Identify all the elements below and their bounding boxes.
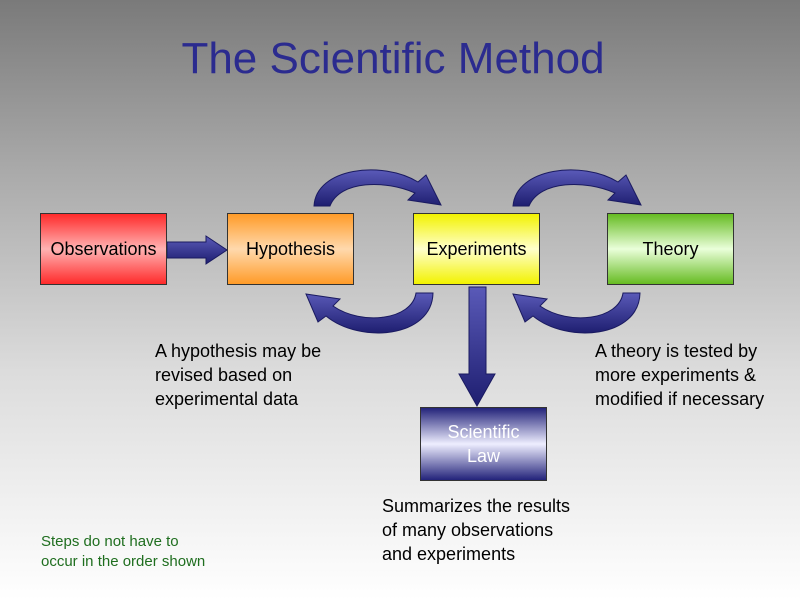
scientific-law-label-line-2: Law [466,446,501,466]
scientific-law-label-line-1: Scientific [447,422,520,442]
slide-title: The Scientific Method [181,34,605,83]
hypothesis-label: Hypothesis [245,238,336,259]
hypothesis-note: A hypothesis may be revised based on exp… [155,339,321,411]
law-note-line-2: of many observations [382,520,554,540]
hypothesis-note-line-3: experimental data [155,389,299,409]
arrow-hypothesis-to-experiments [313,169,442,207]
observations-box: Observations [40,213,167,285]
arrow-experiments-to-hypothesis [305,292,434,334]
law-note: Summarizes the results of many observati… [382,494,570,566]
theory-label: Theory [642,238,699,259]
arrow-observations-to-hypothesis [166,235,228,265]
experiments-label: Experiments [426,238,527,259]
hypothesis-note-line-1: A hypothesis may be [155,341,322,361]
experiments-box: Experiments [413,213,540,285]
theory-note-line-2: more experiments & [595,365,757,385]
law-note-line-1: Summarizes the results [382,496,571,516]
theory-note-line-3: modified if necessary [595,389,765,409]
steps-note-line-2: occur in the order shown [41,553,206,570]
arrow-experiments-to-law [458,286,496,408]
law-note-line-3: and experiments [382,544,516,564]
steps-note-line-1: Steps do not have to [41,533,179,550]
arrow-theory-to-experiments [512,292,641,334]
arrow-experiments-to-theory [512,169,642,207]
theory-note: A theory is tested by more experiments &… [595,339,764,411]
theory-box: Theory [607,213,734,285]
hypothesis-note-line-2: revised based on [155,365,293,385]
theory-note-line-1: A theory is tested by [595,341,758,361]
scientific-law-box: Scientific Law [420,407,547,481]
hypothesis-box: Hypothesis [227,213,354,285]
observations-label: Observations [50,238,157,259]
steps-order-note: Steps do not have to occur in the order … [41,532,205,572]
